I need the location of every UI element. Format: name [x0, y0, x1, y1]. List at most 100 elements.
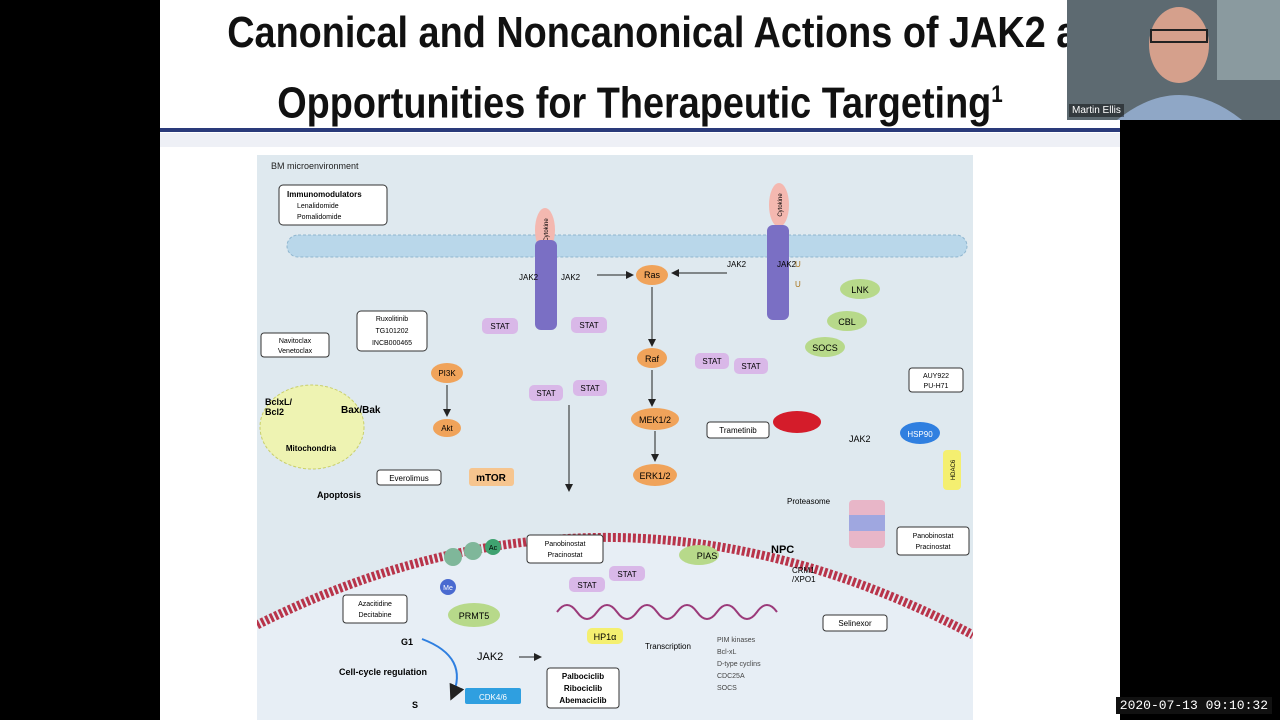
proteasome-label: Proteasome	[787, 497, 831, 506]
erk-node	[633, 464, 677, 486]
everolimus-label: Everolimus	[389, 474, 429, 483]
stat-node-3	[529, 385, 563, 401]
slide-title-line2: Opportunities for Therapeutic Targeting	[277, 78, 992, 128]
cdk-drug-3: Abemaciclib	[559, 696, 606, 705]
stat-node-6-label: STAT	[741, 362, 760, 371]
pan-drugs-right-box	[896, 526, 970, 556]
aza-drug-2: Decitabine	[358, 612, 391, 619]
cell-cycle-arrow	[421, 638, 465, 701]
hsp-drug-1: AUY922	[923, 373, 949, 380]
pathway-diagram: BM microenvironment Immunomodulators Len…	[254, 161, 976, 720]
hsp90-node	[900, 422, 940, 444]
crm1-label: CRM1/XPO1	[792, 566, 816, 584]
ac-node	[485, 539, 501, 555]
cdk-drug-1: Palbociclib	[562, 672, 604, 681]
slide-title: Canonical and Noncanonical Actions of JA…	[227, 2, 1100, 135]
ras-node	[636, 265, 668, 285]
target-3: D-type cyclins	[717, 661, 761, 668]
g1-label: G1	[401, 637, 413, 647]
stat-node-3-label: STAT	[536, 389, 555, 398]
pi3k-node	[431, 363, 463, 383]
jak2-nuclear-label: JAK2	[477, 651, 503, 663]
raf-node	[637, 348, 667, 368]
hdac6-label: HDAC6	[951, 459, 957, 480]
pathway-figure: BM microenvironment Immunomodulators Len…	[254, 155, 976, 720]
me-label: Me	[443, 585, 453, 592]
pan-drug-right-2: Pracinostat	[915, 544, 950, 551]
immunomodulators-box	[278, 184, 388, 226]
receptor-2-jak2b: JAK2	[777, 260, 797, 269]
histone-1	[444, 548, 462, 566]
bax-label: Bax/Bak	[341, 405, 381, 416]
stat-node-5-label: STAT	[702, 357, 721, 366]
ubiquitin-1: U	[795, 260, 801, 269]
trametinib-box	[706, 421, 770, 439]
akt-label: Akt	[441, 424, 453, 433]
dna-helix	[556, 604, 778, 620]
prmt5-label: PRMT5	[459, 611, 490, 621]
receptor-2	[767, 225, 789, 320]
aza-drugs-box	[342, 594, 408, 624]
ac-label: Ac	[489, 545, 498, 552]
cell-cycle-label: Cell-cycle regulation	[339, 667, 427, 677]
cbl-label: CBL	[838, 317, 856, 327]
transcription-label: Transcription	[645, 642, 691, 651]
lnk-node	[840, 279, 880, 299]
cytokine-2	[769, 183, 789, 227]
mek-node	[631, 408, 679, 430]
target-2: Bcl-xL	[717, 649, 737, 656]
mek-label: MEK1/2	[639, 415, 671, 425]
pi3k-label: PI3K	[438, 369, 456, 378]
stat-node-7	[609, 566, 645, 581]
socs-node	[805, 337, 845, 357]
stat-node-2-label: STAT	[579, 321, 598, 330]
stat-node-2	[571, 317, 607, 333]
target-5: SOCS	[717, 685, 737, 692]
target-1: PIM kinases	[717, 637, 756, 644]
stat-node-4	[573, 380, 607, 396]
immunomodulator-1: Lenalidomide	[297, 203, 339, 210]
socs-label: SOCS	[812, 343, 838, 353]
immunomodulators-title: Immunomodulators	[287, 190, 362, 199]
selinexor-box	[822, 614, 888, 632]
selinexor-label: Selinexor	[838, 619, 872, 628]
cytokine-2-label: Cytokine	[778, 193, 784, 217]
cdk-drugs-box	[546, 667, 620, 709]
bcl-drug-2: Venetoclax	[278, 348, 313, 355]
hp1a-label: HP1α	[594, 632, 617, 642]
ubiquitin-2: U	[795, 280, 801, 289]
hsp90-label: HSP90	[907, 430, 933, 439]
stat-node-1	[482, 318, 518, 334]
receptor-1	[535, 240, 557, 330]
raf-label: Raf	[645, 354, 660, 364]
stat-node-5	[695, 353, 729, 369]
s-label: S	[412, 700, 418, 710]
hsp-drug-2: PU-H71	[924, 383, 949, 390]
ras-label: Ras	[644, 270, 661, 280]
title-footnote: 1	[991, 81, 1003, 108]
stat-node-4-label: STAT	[580, 384, 599, 393]
aza-drug-1: Azacitidine	[358, 601, 392, 608]
jak-inhibitor-2: TG101202	[375, 328, 408, 335]
participant-avatar	[1067, 0, 1280, 120]
trametinib-label: Trametinib	[719, 426, 757, 435]
participant-name: Martin Ellis	[1069, 104, 1124, 117]
mitochondria-label: Mitochondria	[286, 444, 337, 453]
immunomodulator-2: Pomalidomide	[297, 214, 341, 221]
participant-video[interactable]: Martin Ellis	[1067, 0, 1280, 120]
mtor-node	[469, 468, 514, 486]
stat-node-8-label: STAT	[577, 581, 596, 590]
nuclear-membrane	[254, 533, 976, 639]
cdk46-label: CDK4/6	[479, 693, 508, 702]
stat-node-1-label: STAT	[490, 322, 509, 331]
pias-label: PIAS	[697, 551, 718, 561]
red-inhibitor	[773, 411, 821, 433]
stat-node-6	[734, 358, 768, 374]
cdk46-node	[465, 688, 521, 704]
mtor-label: mTOR	[476, 473, 507, 484]
lnk-label: LNK	[851, 285, 869, 295]
proteasome-core	[849, 515, 885, 531]
recording-timestamp: 2020-07-13 09:10:32	[1115, 697, 1272, 714]
cdk-drug-2: Ribociclib	[564, 684, 602, 693]
stat-node-8	[569, 577, 605, 592]
